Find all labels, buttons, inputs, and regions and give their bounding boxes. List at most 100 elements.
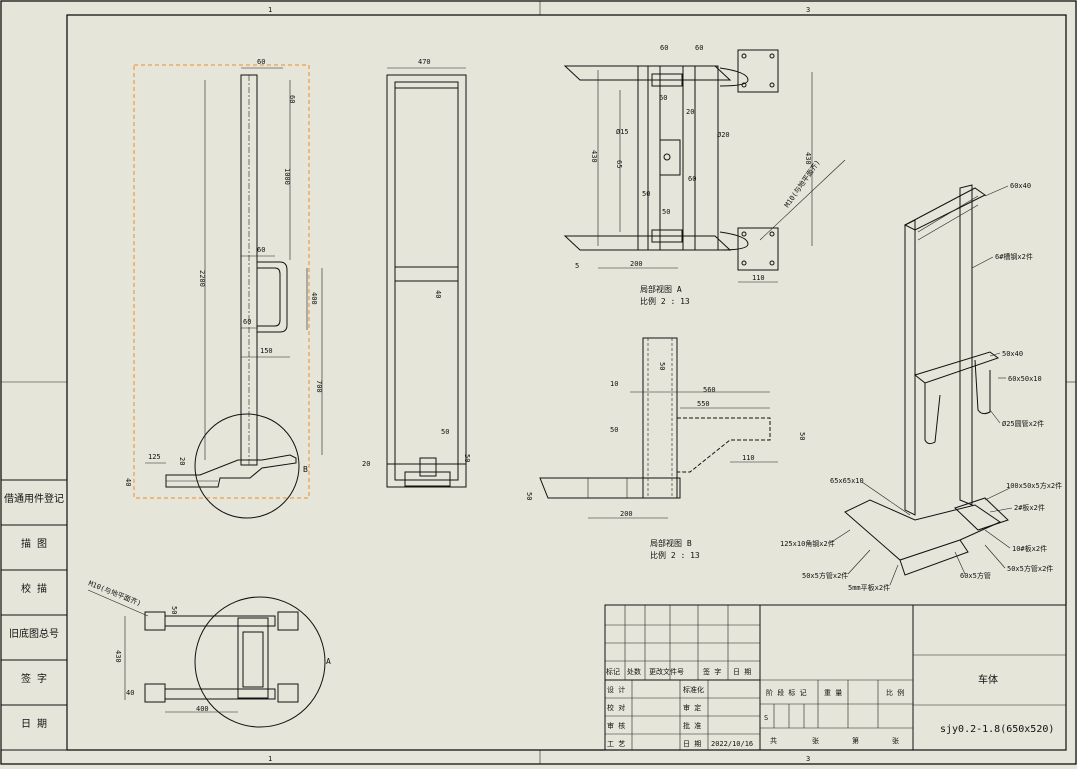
dim-b-0: 10 xyxy=(610,380,618,388)
dim-side-4: 50 xyxy=(463,454,471,462)
rev-header-mark: 标记 xyxy=(606,667,620,676)
stage-mark-s: S xyxy=(764,714,768,722)
sheet-total-unit: 张 xyxy=(812,736,819,745)
dim-plan-3: 400 xyxy=(196,705,209,713)
dim-b-3: 550 xyxy=(697,400,710,408)
section-a-title: 局部视图 A xyxy=(640,284,682,294)
dim-a-6: 65 xyxy=(615,160,623,168)
section-view-b[interactable]: 10 50 560 550 50 50 110 50 200 局部视图 B 比例… xyxy=(525,337,806,560)
dim-a-11: 200 xyxy=(630,260,643,268)
strip-label-old-number: 旧底图总号 xyxy=(9,627,59,640)
sign-role-proofread: 校 对 xyxy=(607,703,625,712)
dim-b-6: 110 xyxy=(742,454,755,462)
section-view-a[interactable]: 60 60 60 20 Ø15 Ø20 65 60 430 50 50 200 … xyxy=(563,44,846,306)
isometric-view[interactable]: 60x40 6#槽钢x2件 50x40 60x50x10 Ø25圆管x2件 65… xyxy=(780,182,1062,592)
dim-a-2: 60 xyxy=(659,94,667,102)
side-view[interactable]: 470 40 50 20 50 xyxy=(362,58,471,488)
sign-date-value: 2022/10/16 xyxy=(711,740,753,748)
rev-header-date: 日 期 xyxy=(733,668,751,676)
dim-side-2: 50 xyxy=(441,428,449,436)
stage-header-weight: 重 量 xyxy=(824,689,842,697)
dim-front-8: 700 xyxy=(315,380,323,393)
dim-front-7: 150 xyxy=(260,347,273,355)
rev-header-count: 处数 xyxy=(627,667,641,676)
callout-12: 5mm平板x2件 xyxy=(848,583,890,592)
drawing-number: sjy0.2-1.8(650x520) xyxy=(940,724,1054,735)
callout-8: 10#板x2件 xyxy=(1012,544,1047,553)
dim-front-1: 60 xyxy=(288,95,296,103)
dim-a-1: 60 xyxy=(695,44,703,52)
dim-a-13: 5 xyxy=(575,262,579,270)
left-strip: 借通用件登记 描 图 校 描 旧底图总号 签 字 日 期 xyxy=(0,479,68,751)
part-name: 车体 xyxy=(978,673,998,686)
dim-a-9: 50 xyxy=(642,190,650,198)
rev-header-docno: 更改文件号 xyxy=(649,667,684,676)
zone-mark-bottom-1: 1 xyxy=(268,755,272,763)
dim-b-2: 560 xyxy=(703,386,716,394)
dim-front-0: 60 xyxy=(257,58,265,66)
plan-view[interactable]: A M10(与地平面齐) 50 430 40 400 xyxy=(87,579,331,728)
dim-b-1: 50 xyxy=(658,362,666,370)
sign-role-ratify: 批 准 xyxy=(683,721,701,730)
callout-5: 65x65x10 xyxy=(830,477,864,485)
callout-4: Ø25圆管x2件 xyxy=(1002,419,1044,428)
callout-6: 100x50x5方x2件 xyxy=(1006,481,1062,490)
dim-front-5: 400 xyxy=(310,292,318,305)
inner-border xyxy=(66,14,1067,751)
iso-callouts: 60x40 6#槽钢x2件 50x40 60x50x10 Ø25圆管x2件 65… xyxy=(780,182,1062,592)
dim-a-0: 60 xyxy=(660,44,668,52)
zone-mark-top-3: 3 xyxy=(806,6,810,14)
dim-plan-0: 50 xyxy=(170,606,178,614)
sign-role-standard: 标准化 xyxy=(683,685,704,694)
callout-7: 2#板x2件 xyxy=(1014,503,1045,512)
dim-b-8: 200 xyxy=(620,510,633,518)
detail-label-a: A xyxy=(326,657,331,666)
dim-side-1: 40 xyxy=(434,290,442,298)
dim-a-10: 50 xyxy=(662,208,670,216)
title-block: 标记 处数 更改文件号 签 字 日 期 设 计 标准化 校 对 审 定 审 核 … xyxy=(604,604,1067,751)
sign-role-approve: 审 定 xyxy=(683,703,701,712)
dim-plan-1: 430 xyxy=(114,650,122,663)
dim-b-7: 50 xyxy=(525,492,533,500)
front-view[interactable]: B 60 60 2200 1000 60 400 60 150 700 125 … xyxy=(124,58,323,519)
section-a-scale: 比例 2 : 13 xyxy=(640,296,690,306)
strip-label-signature: 签 字 xyxy=(21,672,47,685)
dim-b-4: 50 xyxy=(610,426,618,434)
dim-a-7: 60 xyxy=(688,175,696,183)
dim-a-5: Ø20 xyxy=(717,131,730,139)
dim-side-0: 470 xyxy=(418,58,431,66)
callout-1: 6#槽钢x2件 xyxy=(995,252,1033,261)
callout-10: 50x5方管x2件 xyxy=(802,571,848,580)
detail-circle-a xyxy=(194,596,326,728)
strip-label-registration: 借通用件登记 xyxy=(4,492,64,505)
section-b-title: 局部视图 B xyxy=(650,538,692,548)
dim-side-3: 20 xyxy=(362,460,370,468)
callout-11: 50x5方管x2件 xyxy=(1007,564,1053,573)
detail-circle-b xyxy=(194,413,300,519)
dim-a-12: 430 xyxy=(804,152,812,165)
dim-a-4: Ø15 xyxy=(616,128,629,136)
dim-b-5: 50 xyxy=(798,432,806,440)
callout-13: 60x5方管 xyxy=(960,571,991,580)
sign-role-date: 日 期 xyxy=(683,740,701,748)
dim-plan-2: 40 xyxy=(126,689,134,697)
callout-3: 60x50x10 xyxy=(1008,375,1042,383)
sign-role-design: 设 计 xyxy=(607,685,625,694)
callout-2: 50x40 xyxy=(1002,350,1023,358)
note-a-m10: M10(与地平面齐) xyxy=(782,158,822,209)
dim-front-10: 20 xyxy=(178,457,186,465)
dim-front-3: 1000 xyxy=(283,168,291,185)
dim-front-9: 125 xyxy=(148,453,161,461)
sheet-total-label: 共 xyxy=(770,736,777,745)
section-b-scale: 比例 2 : 13 xyxy=(650,550,700,560)
dim-front-11: 40 xyxy=(124,478,132,486)
sign-role-review: 审 核 xyxy=(607,721,625,730)
dim-front-4: 60 xyxy=(257,246,265,254)
sheet-no-unit: 张 xyxy=(892,736,899,745)
dim-a-14: 110 xyxy=(752,274,765,282)
strip-label-trace: 描 图 xyxy=(21,537,47,550)
dim-front-6: 60 xyxy=(243,318,251,326)
dim-a-3: 20 xyxy=(686,108,694,116)
